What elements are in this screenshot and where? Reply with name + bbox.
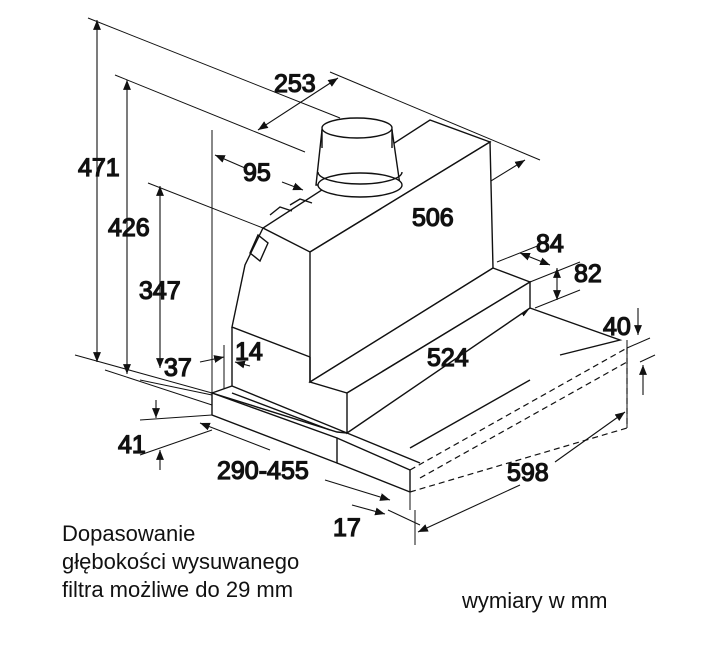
caption-line-3: filtra możliwe do 29 mm [62,577,294,602]
dim-17: 17 [333,514,361,542]
dim-253: 253 [274,70,316,98]
dim-598: 598 [507,459,549,487]
filter-depth-caption: Dopasowanie głębokości wysuwanego filtra… [62,520,299,604]
dimension-labels: 253 471 426 347 95 506 84 82 40 14 37 52… [77,69,631,542]
dim-14: 14 [235,338,263,366]
dim-37: 37 [164,354,192,382]
caption-line-2: głębokości wysuwanego [62,549,300,574]
units-note: wymiary w mm [462,588,608,613]
dim-347: 347 [139,277,181,305]
dim-40: 40 [603,313,631,341]
extended-filter-dashed [409,347,628,493]
dim-84: 84 [536,230,564,258]
dim-95: 95 [243,159,271,187]
dim-82: 82 [574,260,602,288]
dim-41: 41 [118,431,146,459]
dim-426: 426 [108,214,150,242]
dim-471: 471 [78,154,120,182]
hood-body [209,119,623,493]
caption-line-1: Dopasowanie [62,521,196,546]
dim-290-455: 290-455 [217,457,309,485]
dim-506: 506 [412,204,454,232]
dim-524: 524 [427,344,469,372]
duct-collar [315,117,403,198]
